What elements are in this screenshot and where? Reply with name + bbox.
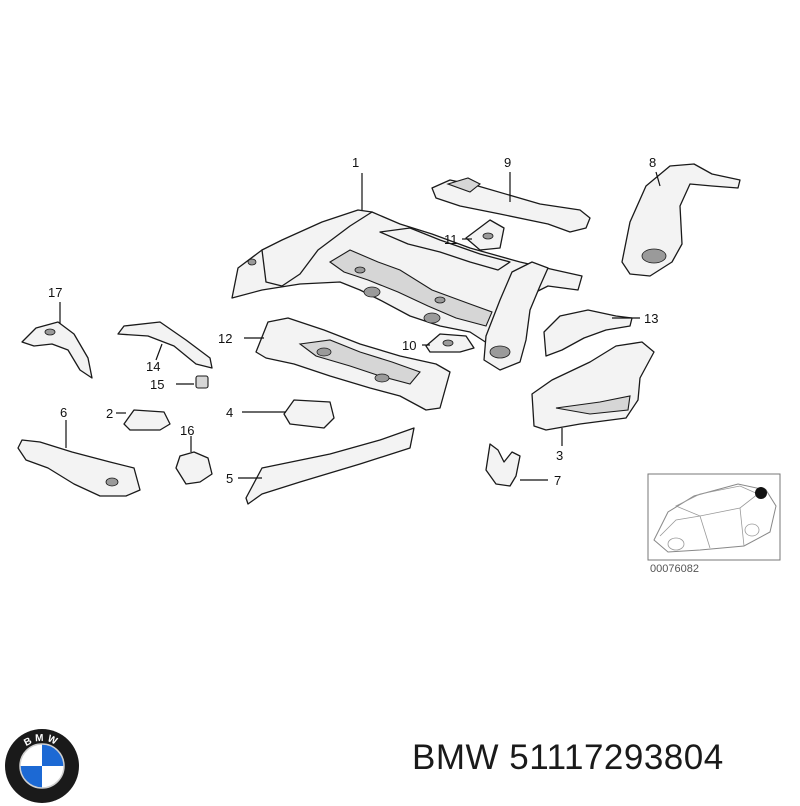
callout-15: 15 xyxy=(150,377,164,392)
callout-1: 1 xyxy=(352,155,359,170)
callout-14: 14 xyxy=(146,359,160,374)
location-marker xyxy=(755,487,767,499)
callout-3: 3 xyxy=(556,448,563,463)
callout-13: 13 xyxy=(644,311,658,326)
part-2-small-plate xyxy=(116,409,171,431)
callout-11: 11 xyxy=(444,232,458,247)
part-9-upper-rail xyxy=(431,172,591,233)
locator-thumbnail xyxy=(647,473,781,561)
part-5-sill-rail xyxy=(238,427,415,505)
part-1-rear-floor-frame xyxy=(231,173,583,371)
brand-name: BMW xyxy=(412,738,500,777)
callout-2: 2 xyxy=(106,406,113,421)
callout-17: 17 xyxy=(48,285,62,300)
part-caption: BMW 51117293804 xyxy=(412,738,724,778)
callout-4: 4 xyxy=(226,405,233,420)
part-16-clip xyxy=(175,436,213,485)
part-3-side-panel xyxy=(531,341,655,446)
part-12-cross-member xyxy=(244,317,451,411)
callout-6: 6 xyxy=(60,405,67,420)
part-11-mount-plate xyxy=(462,219,505,251)
part-8-wheel-arch xyxy=(621,163,741,277)
bmw-roundel-icon: BMW xyxy=(5,729,79,803)
part-14-strut xyxy=(117,321,213,369)
callout-5: 5 xyxy=(226,471,233,486)
part-10-plate xyxy=(422,333,475,353)
callout-10: 10 xyxy=(402,338,416,353)
part-6-long-bracket xyxy=(17,420,141,497)
logo-letters: BMW xyxy=(22,733,58,749)
callout-16: 16 xyxy=(180,423,194,438)
callout-9: 9 xyxy=(504,155,511,170)
part-17-bracket xyxy=(21,302,93,379)
part-15-bolt xyxy=(176,375,209,389)
svg-text:BMW: BMW xyxy=(22,733,61,749)
part-number: 51117293804 xyxy=(509,738,724,777)
callout-12: 12 xyxy=(218,331,232,346)
part-7-bracket xyxy=(485,443,548,487)
part-4-bracket-plate xyxy=(242,399,335,429)
reference-number: 00076082 xyxy=(650,563,699,575)
part-13-side-member xyxy=(543,309,640,357)
callout-8: 8 xyxy=(649,155,656,170)
callout-7: 7 xyxy=(554,473,561,488)
